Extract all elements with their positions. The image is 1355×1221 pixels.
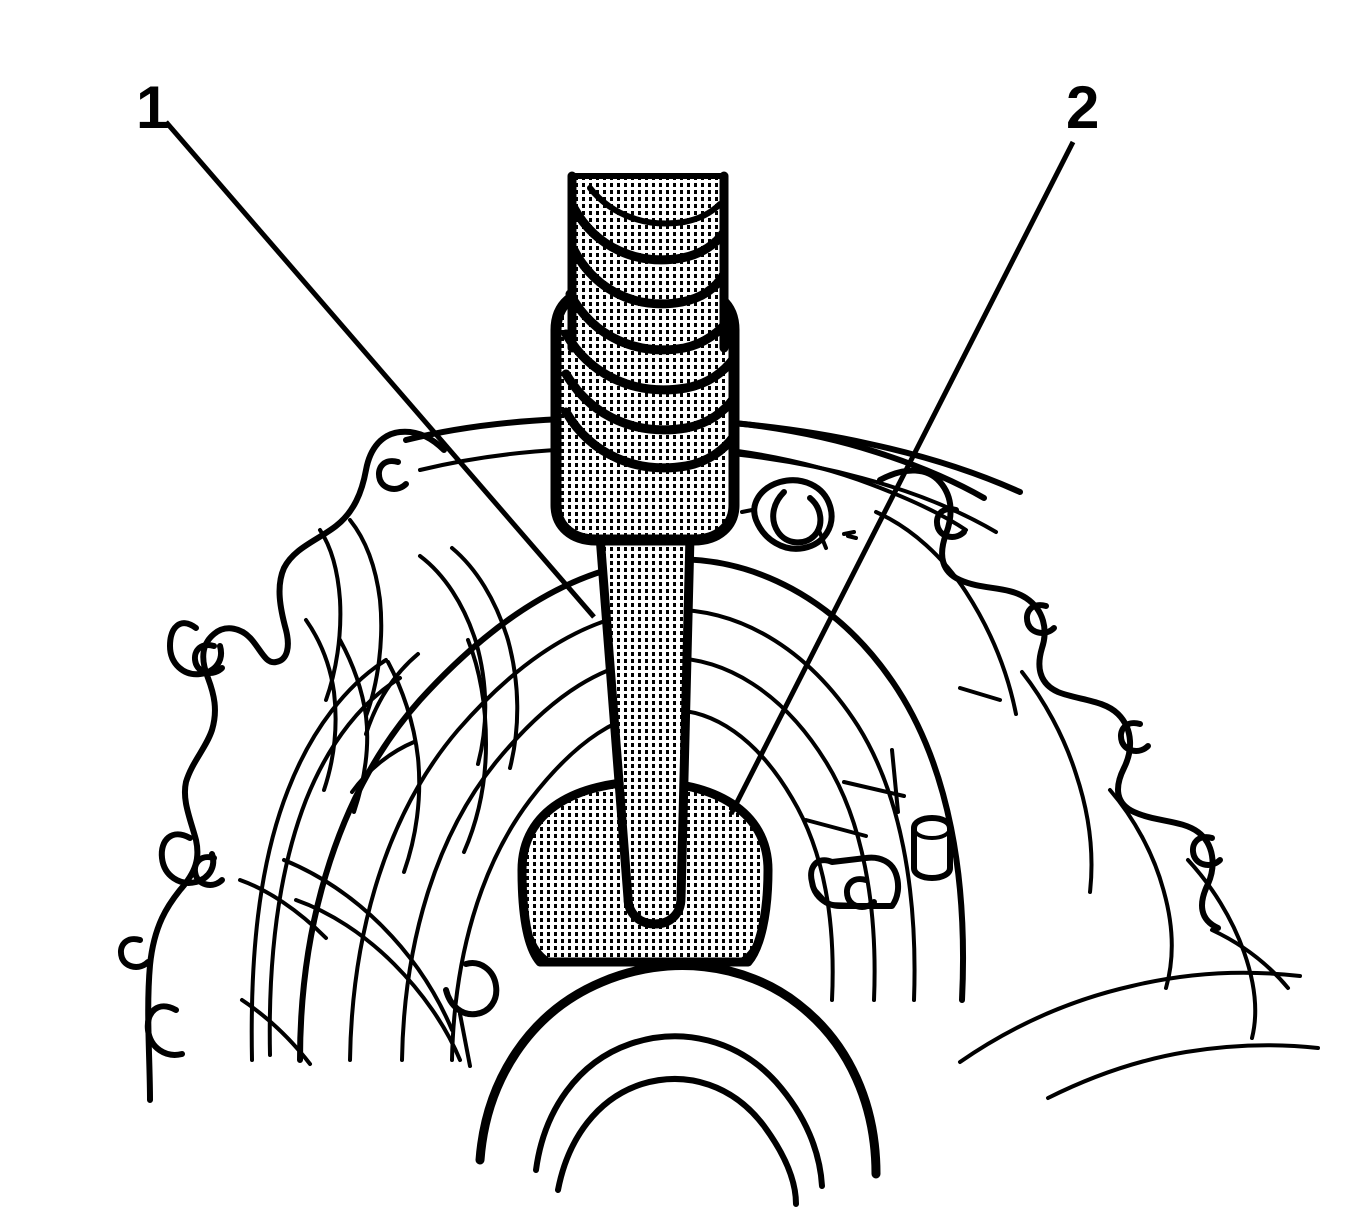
bolt-hole-icon-6 xyxy=(1024,602,1057,636)
case-edge-right-top xyxy=(697,417,987,501)
callout-label-1: 1 xyxy=(136,74,170,141)
case-flange-right-inner-4 xyxy=(1186,858,1258,1040)
case-bolt-lobe-left-mid xyxy=(158,831,217,886)
tool-rib-4 xyxy=(565,289,735,355)
tool-shaft xyxy=(595,531,695,929)
tool-rib-7 xyxy=(561,407,739,473)
bolt-hole-icon-4 xyxy=(376,458,409,492)
leader-line-1 xyxy=(164,120,596,619)
case-contour-right-3 xyxy=(1210,928,1290,990)
seal-lower-lip xyxy=(530,936,554,964)
case-rib-left-10 xyxy=(282,858,454,1032)
tool-rib-2 xyxy=(569,203,729,265)
leader-line-2 xyxy=(728,140,1076,816)
callout-group xyxy=(164,120,1076,816)
case-rib-left-7 xyxy=(386,660,422,874)
bolt-hole-icon-7 xyxy=(1118,720,1151,754)
case-detail-tick-4 xyxy=(804,818,868,838)
case-contour-right-1 xyxy=(958,970,1302,1064)
bolt-hole-icon-5 xyxy=(934,506,967,540)
case-detail-tick-3 xyxy=(842,780,906,798)
case-contour-right-2 xyxy=(1046,1043,1320,1100)
case-rib-left-11 xyxy=(294,898,462,1062)
case-detail-tick-1 xyxy=(958,686,1002,702)
case-rib-left-2 xyxy=(267,676,402,1057)
case-rib-left-4 xyxy=(348,518,384,718)
bolt-hole-icon-8 xyxy=(1190,834,1223,868)
bearing-retainer-arc-mid xyxy=(533,1033,825,1189)
case-rib-left-14 xyxy=(462,638,488,854)
case-rib-left-12 xyxy=(238,878,328,940)
tool-rib-6 xyxy=(561,369,739,435)
case-bolt-lobe-left-lower xyxy=(144,1003,185,1058)
case-rib-left-9 xyxy=(450,546,520,770)
case-detail-dot xyxy=(846,534,858,540)
case-rib-left-3 xyxy=(318,528,343,702)
tool-rib-3 xyxy=(569,245,729,309)
bolt-hole-icon-1 xyxy=(192,642,225,676)
retainer-notch-tab xyxy=(458,1012,472,1068)
case-flange-right-inner-3 xyxy=(1108,788,1174,990)
bolt-hole-icon-2 xyxy=(192,854,225,888)
bolt-hole-icon-3 xyxy=(118,936,151,970)
case-flange-right-inner-2 xyxy=(1020,670,1094,894)
case-detail-tick-2 xyxy=(890,748,900,814)
tool-rib-1 xyxy=(587,185,723,227)
case-rib-left-16 xyxy=(350,740,416,794)
case-boss-wedge xyxy=(810,884,892,908)
case-rib-left-15 xyxy=(364,652,420,736)
seal-installer-tool xyxy=(550,171,740,929)
retainer-notch-left xyxy=(443,960,500,1018)
callout-label-2: 2 xyxy=(1066,74,1100,141)
case-bolt-lobe-left-upper xyxy=(167,620,224,678)
case-outline-left xyxy=(145,428,447,1103)
tool-rib-5 xyxy=(561,329,739,395)
tapped-hole-boss xyxy=(740,477,856,552)
case-rib-left-5 xyxy=(304,618,338,792)
bearing-retainer-arc-inner xyxy=(555,1076,799,1207)
case-flange-right-inner xyxy=(874,510,1018,716)
case-rib-left-1 xyxy=(249,658,388,1062)
seal-lower-lip-right xyxy=(736,936,760,964)
case-rib-left-6 xyxy=(338,638,370,814)
case-edge-right-top-2 xyxy=(712,446,968,532)
dowel-pin xyxy=(911,815,953,881)
case-rib-left-13 xyxy=(240,998,312,1066)
